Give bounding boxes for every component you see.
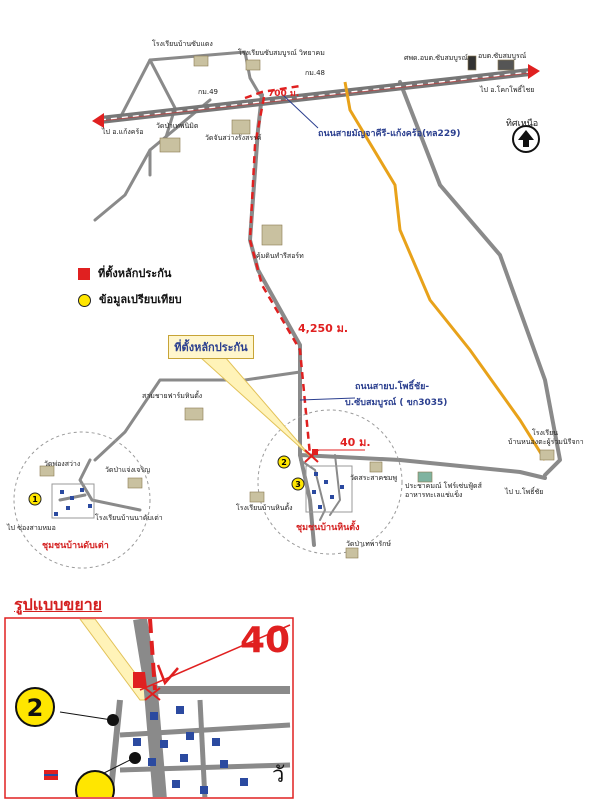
label-kumdin: คุ้มดินทำรีสอร์ท xyxy=(256,252,304,260)
label-wat-tepharak: วัดป่าเทพารักษ์ xyxy=(346,540,391,548)
label-community-hintang: ชุมชนบ้านหินตั้ง xyxy=(296,520,360,533)
label-to-phochai: ไป บ.โพธิ์ชัย xyxy=(504,486,543,496)
legend-comparison: ข้อมูลเปรียบเทียบ xyxy=(78,290,182,308)
label-cooperative-line2: อาหารทะเลแช่แข็ง xyxy=(405,490,462,499)
label-dist-4250: 4,250 ม. xyxy=(298,322,348,335)
legend-collateral-label: ที่ตั้งหลักประกัน xyxy=(98,267,172,280)
collateral-callout: ที่ตั้งหลักประกัน xyxy=(168,335,254,359)
label-school-hintang: โรงเรียนบ้านหินตั้ง xyxy=(236,501,293,512)
label-km48: กม.48 xyxy=(305,69,325,77)
label-dist-700: 700 ม. xyxy=(268,89,299,99)
comparison-marker-2: 2 xyxy=(277,455,291,469)
svg-text:3: 3 xyxy=(295,480,301,489)
label-school-nongtung-line2: บ้านหนองตะผู้ร่วมนิรีจกา xyxy=(508,438,584,446)
label-road-3035-line1: ถนนสายบ.โพธิ์ชัย- xyxy=(355,379,429,392)
label-to-khokphosai: ไป อ.โคกโพธิ์ไชย xyxy=(479,84,534,94)
legend-red-square-icon xyxy=(78,268,90,280)
label-school-sabsombun: โรงเรียนซับสมบูรณ์ วิทยาคม xyxy=(238,48,325,57)
building-icons xyxy=(39,55,555,559)
highway-229 xyxy=(92,64,540,128)
label-school-nadua: โรงเรียนบ้านนาดับเต่า xyxy=(95,513,163,522)
collateral-site-marker xyxy=(304,449,319,463)
label-wat-thepnimit: วัดป่าเทพนิมิต xyxy=(156,122,199,130)
label-wat-pranangsawang: วัดพ่องสว่าง xyxy=(44,460,80,468)
zoom-title: รูปแบบขยาย xyxy=(14,595,103,614)
label-tambon-office: อบต.ซับสมบูรณ์ xyxy=(478,52,527,60)
north-arrow-icon xyxy=(512,125,540,153)
zoom-inset: 2 40 วั xyxy=(4,617,294,799)
comparison-marker-1: 1 xyxy=(28,492,42,506)
legend-comparison-label: ข้อมูลเปรียบเทียบ xyxy=(99,293,182,306)
label-to-songsamnong: ไป ซ่องสามหมอ xyxy=(6,523,56,532)
label-ngo-center: ศพด.อบต.ซับสมบูรณ์ xyxy=(404,54,469,62)
label-road-229: ถนนสายมัญจาคีรี-แก้งคร้อ(ทล229) xyxy=(318,128,460,139)
legend-collateral: ที่ตั้งหลักประกัน xyxy=(78,264,171,282)
label-cooperative-line1: ประชาคมณ์ โฟร์เซ่นฟู้ดส์ xyxy=(405,481,483,490)
zoom-marker-2: 2 xyxy=(27,694,44,722)
zoom-dist-40: 40 xyxy=(240,620,290,661)
label-road-3035-line2: บ.ซับสมบูรณ์ ( ขก3035) xyxy=(345,396,447,408)
community-circle-dabtao xyxy=(13,431,151,569)
label-farm: สามชายฟาร์มหินตั้ง xyxy=(142,389,202,400)
svg-text:1: 1 xyxy=(32,495,38,504)
label-wat-chanthaboon: วัดจันสว่างรังสรรค์ xyxy=(205,134,262,142)
route-700-dashed xyxy=(244,84,301,100)
community-houses xyxy=(54,472,344,516)
label-km49: กม.49 xyxy=(198,88,218,96)
svg-text:2: 2 xyxy=(281,458,287,467)
zoom-wat-label: วั xyxy=(272,763,284,788)
label-wat-pachang: วัดป่าแจ่งเจริญ xyxy=(105,466,150,474)
orange-road xyxy=(343,81,547,461)
route-dashed xyxy=(248,96,312,456)
label-to-kaengkhro: ไป อ.แก้งคร้อ xyxy=(101,127,143,136)
legend-yellow-circle-icon xyxy=(78,293,91,307)
label-wat-saranasom: วัดสระสาคชมพู xyxy=(350,474,398,482)
north-label: ทิศเหนือ xyxy=(506,119,539,129)
community-circle-hintang xyxy=(257,409,403,555)
label-school-nongtung-line1: โรงเรียน xyxy=(532,428,558,437)
leader-lines xyxy=(282,94,356,401)
label-school-buengsaeng: โรงเรียนบ้านซับแดง xyxy=(152,39,213,48)
community-blocks xyxy=(51,465,353,519)
label-community-dabtao: ชุมชนบ้านดับเต่า xyxy=(42,540,109,551)
comparison-marker-3: 3 xyxy=(291,477,305,491)
label-dist-40: 40 ม. xyxy=(340,436,371,449)
